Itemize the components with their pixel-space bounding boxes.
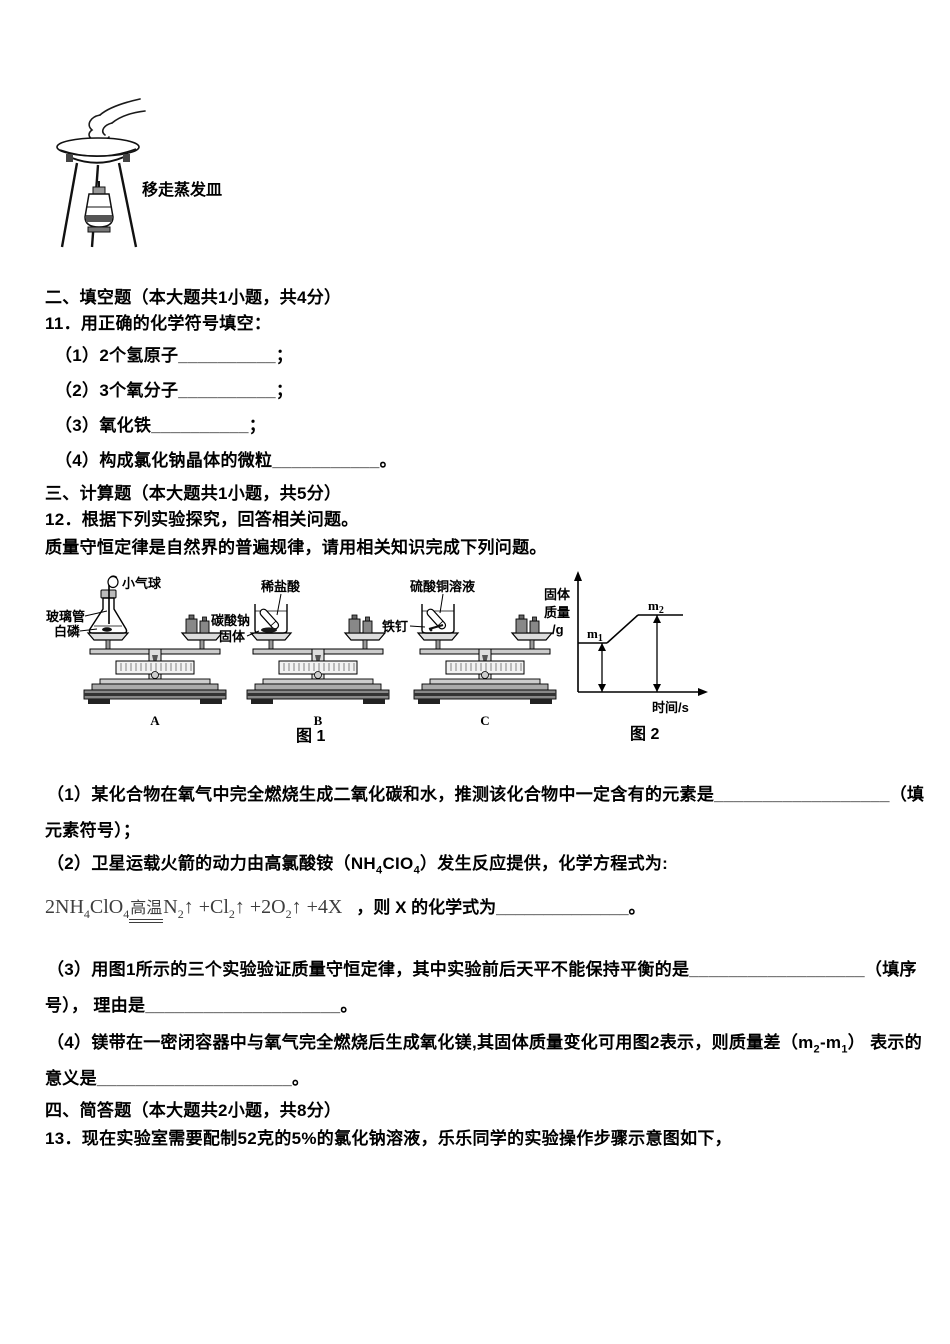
q12-part2-line: （2）卫星运载火箭的动力由高氯酸铵（NH4CIO4）发生反应提供，化学方程式为: — [47, 854, 669, 877]
figure1-balances: 小气球 玻璃管 白磷 A 稀盐酸 碳酸钠 固体 B 硫酸铜溶液 铁钉 C — [46, 575, 557, 728]
alcohol-lamp — [84, 181, 114, 233]
balance-b-letter: B — [314, 713, 323, 728]
q11-item-1: （1）2个氢原子__________； — [55, 346, 294, 365]
q12-part3-line2: 号）， 理由是____________________。 — [45, 996, 358, 1015]
section2-heading: 二、填空题（本大题共1小题，共4分） — [45, 288, 342, 307]
label-iron-nail: 铁钉 — [381, 619, 408, 634]
remove-dish-label: 移走蒸发皿 — [142, 182, 223, 199]
balance-c-letter: C — [480, 713, 489, 728]
y-axis-label-1: 固体 — [544, 587, 571, 602]
balance-a-letter: A — [150, 713, 160, 728]
equation-tail: ，则 X 的化学式为______________。 — [356, 898, 646, 917]
m1-annotation: m1 — [587, 626, 603, 644]
q12-stem: 12．根据下列实验探究，回答相关问题。 — [45, 510, 359, 529]
figure1-caption: 图 1 — [296, 728, 326, 745]
y-axis-label-3: /g — [552, 622, 564, 637]
beaker-icon — [421, 603, 455, 634]
q12-part1-line2: 元素符号）； — [45, 821, 141, 840]
label-white-phosphorus: 白磷 — [54, 624, 81, 639]
label-dilute-hcl: 稀盐酸 — [261, 579, 301, 594]
q12-part4-line2: 意义是____________________。 — [45, 1069, 310, 1088]
answer-blank: ______________ — [496, 898, 629, 917]
label-sodium-carbonate: 碳酸钠 — [211, 613, 250, 628]
figure2-caption: 图 2 — [630, 726, 660, 743]
hand-icon — [88, 98, 146, 142]
label-solid: 固体 — [219, 629, 246, 644]
q11-item-3: （3）氧化铁__________； — [55, 416, 267, 435]
q12-part1-line1: （1）某化合物在氧气中完全燃烧生成二氧化碳和水，推测该化合物中一定含有的元素是_… — [47, 785, 925, 804]
q11-item-2: （2）3个氧分子__________； — [55, 381, 294, 400]
x-axis-label: 时间/s — [652, 700, 689, 715]
balance-a-figure: 小气球 玻璃管 白磷 A — [46, 575, 227, 728]
q12-intro: 质量守恒定律是自然界的普遍规律，请用相关知识完成下列问题。 — [45, 538, 547, 557]
q12-equation-line: 2NH4ClO4高温N2↑ +Cl2↑ +2O2↑ +4X ，则 X 的化学式为_… — [45, 893, 646, 923]
label-copper-sulfate: 硫酸铜溶液 — [410, 579, 475, 594]
figure2-graph: 固体 质量 /g m1 m2 时间/s — [544, 571, 708, 715]
label-glass-tube: 玻璃管 — [46, 609, 85, 624]
y-axis-label-2: 质量 — [544, 605, 570, 620]
section3-heading: 三、计算题（本大题共1小题，共5分） — [45, 484, 342, 503]
q13-stem: 13．现在实验室需要配制52克的5%的氯化钠溶液，乐乐同学的实验操作步骤示意图如… — [45, 1129, 732, 1148]
q12-part4-line1: （4）镁带在一密闭容器中与氧气完全燃烧后生成氧化镁,其固体质量变化可用图2表示，… — [47, 1033, 923, 1056]
conical-flask-icon — [88, 575, 128, 634]
iron-ring — [66, 154, 130, 164]
chemical-equation: 2NH4ClO4高温N2↑ +Cl2↑ +2O2↑ +4X — [45, 896, 343, 923]
remove-dish-figure — [56, 98, 146, 248]
beaker-icon — [254, 603, 288, 634]
m2-annotation: m2 — [648, 598, 664, 616]
q12-part3-line1: （3）用图1所示的三个实验验证质量守恒定律，其中实验前后天平不能保持平衡的是__… — [47, 960, 917, 979]
balance-b-figure: 稀盐酸 碳酸钠 固体 B — [211, 579, 390, 728]
section4-heading: 四、简答题（本大题共2小题，共8分） — [45, 1101, 342, 1120]
label-balloon: 小气球 — [122, 576, 162, 591]
reaction-condition: 高温 — [129, 900, 164, 923]
evaporating-dish — [56, 137, 140, 158]
q11-item-4: （4）构成氯化钠晶体的微粒___________。 — [55, 451, 397, 470]
balance-c-figure: 硫酸铜溶液 铁钉 C — [381, 579, 557, 728]
q11-stem: 11．用正确的化学符号填空： — [45, 314, 272, 333]
